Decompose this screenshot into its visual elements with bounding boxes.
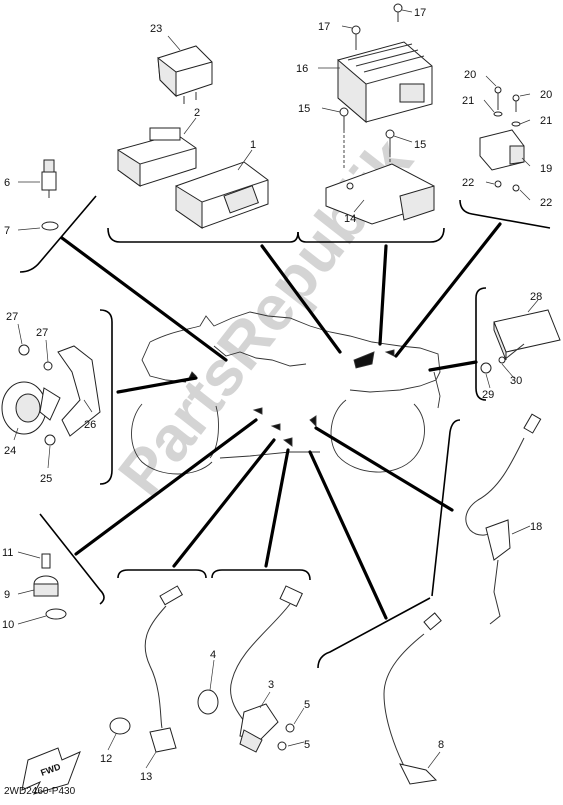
part-23-relay [157, 35, 213, 104]
diagram-code: 2WD2460-P430 [4, 786, 76, 797]
callout-5a: 5 [304, 699, 310, 711]
group-brackets [19, 195, 551, 669]
bracket-bottom-mid [211, 569, 311, 581]
bracket-left-top [19, 195, 97, 273]
parts-12-13 [107, 585, 184, 769]
callout-1: 1 [250, 139, 256, 151]
part-15-bolts [321, 107, 413, 184]
callout-25: 25 [40, 473, 52, 485]
bracket-right-mid [475, 287, 487, 401]
callout-2: 2 [194, 107, 200, 119]
parts-19-22 [479, 75, 531, 201]
parts-28-30 [480, 299, 561, 389]
callout-24: 24 [4, 445, 16, 457]
horn-assembly [1, 323, 101, 469]
fwd-arrow-icon: FWD [21, 747, 81, 795]
part-16-regulator [318, 41, 433, 124]
callout-19: 19 [540, 163, 552, 175]
callout-13: 13 [140, 771, 152, 783]
callout-16: 16 [296, 63, 308, 75]
parts-6-7 [17, 159, 59, 231]
bracket-left-bottom [39, 513, 105, 605]
callout-20a: 20 [464, 69, 476, 81]
callout-11: 11 [2, 547, 13, 559]
part-2-connector [117, 117, 197, 187]
part-1-ecu [175, 149, 269, 229]
callout-3: 3 [268, 679, 274, 691]
callout-23: 23 [150, 23, 162, 35]
callout-15b: 15 [414, 139, 426, 151]
bracket-left-mid [99, 309, 113, 485]
callout-30: 30 [510, 375, 522, 387]
bracket-bottom-right [317, 597, 431, 669]
callout-7: 7 [4, 225, 10, 237]
bracket-right-top [459, 199, 551, 229]
callout-17b: 17 [414, 7, 426, 19]
callout-22b: 22 [540, 197, 552, 209]
callout-15a: 15 [298, 103, 310, 115]
callout-26: 26 [84, 419, 96, 431]
callout-28: 28 [530, 291, 542, 303]
parts-9-11 [17, 551, 67, 625]
callout-14: 14 [344, 213, 356, 225]
bracket-bottom-left [117, 569, 207, 579]
callout-8: 8 [438, 739, 444, 751]
callout-5b: 5 [304, 739, 310, 751]
bracket-top-left [107, 227, 299, 243]
bracket-right-bottom [431, 419, 461, 597]
motorcycle-silhouette [131, 311, 441, 475]
callout-22a: 22 [462, 177, 474, 189]
callout-17a: 17 [318, 21, 330, 33]
callout-12: 12 [100, 753, 112, 765]
callout-6: 6 [4, 177, 10, 189]
part-8-sensor [383, 612, 442, 785]
part-14-bracket [325, 163, 435, 225]
part-18-sensor [465, 413, 542, 625]
callout-numbers: 1 2 3 4 5 5 6 7 8 9 10 11 12 13 14 15 15… [2, 7, 552, 783]
callout-20b: 20 [540, 89, 552, 101]
part-17-bolts [341, 3, 413, 50]
callout-18: 18 [530, 521, 542, 533]
callout-29: 29 [482, 389, 494, 401]
bracket-top-right [297, 227, 445, 243]
callout-27b: 27 [36, 327, 48, 339]
callout-4: 4 [210, 649, 216, 661]
callout-10: 10 [2, 619, 14, 631]
connector-lines [60, 222, 502, 620]
parts-3-5 [197, 585, 305, 753]
callout-27a: 27 [6, 311, 18, 323]
callout-9: 9 [4, 589, 10, 601]
callout-21a: 21 [462, 95, 474, 107]
callout-21b: 21 [540, 115, 552, 127]
